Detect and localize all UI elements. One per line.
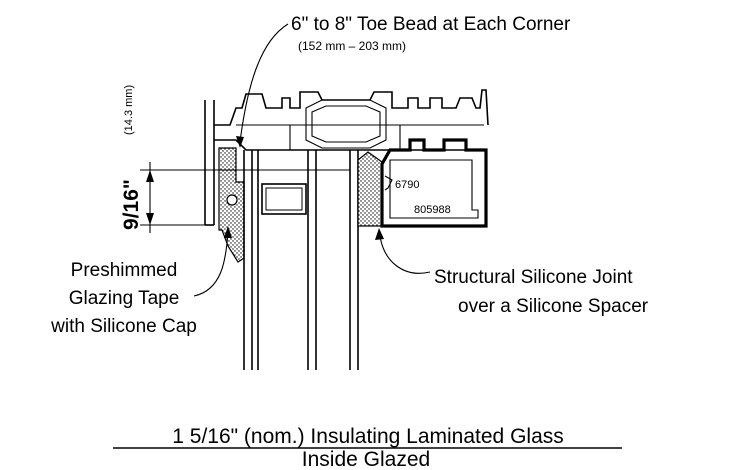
frame-left-jamb xyxy=(204,100,215,226)
toe-bead-metric: (152 mm – 203 mm) xyxy=(298,39,406,53)
glass-spacer xyxy=(261,183,307,215)
insulating-glass-unit xyxy=(243,150,359,370)
joint-leader xyxy=(379,235,431,274)
dimension-marker xyxy=(140,162,258,233)
caption-title: 1 5/16" (nom.) Insulating Laminated Glas… xyxy=(172,425,564,448)
dimension-metric: (14.3 mm) xyxy=(123,85,135,135)
tape-label-line3: with Silicone Cap xyxy=(50,316,197,337)
dimension-value: 9/16" xyxy=(120,179,143,230)
structural-silicone-joint xyxy=(357,151,383,227)
part-number-frame: 805988 xyxy=(414,204,451,216)
tape-leader xyxy=(193,231,229,297)
toe-bead-label: 6" to 8" Toe Bead at Each Corner xyxy=(291,14,571,35)
backer-rod xyxy=(226,194,238,206)
caption-subtitle: Inside Glazed xyxy=(302,448,430,470)
toe-bead-leader xyxy=(239,23,289,143)
joint-label-line1: Structural Silicone Joint xyxy=(434,267,633,288)
part-number-spacer: 6790 xyxy=(395,179,419,191)
frame-tube xyxy=(380,138,488,228)
joint-label-line2: over a Silicone Spacer xyxy=(458,296,649,317)
tape-label-line2: Glazing Tape xyxy=(69,288,180,309)
tape-label-line1: Preshimmed xyxy=(71,260,178,281)
